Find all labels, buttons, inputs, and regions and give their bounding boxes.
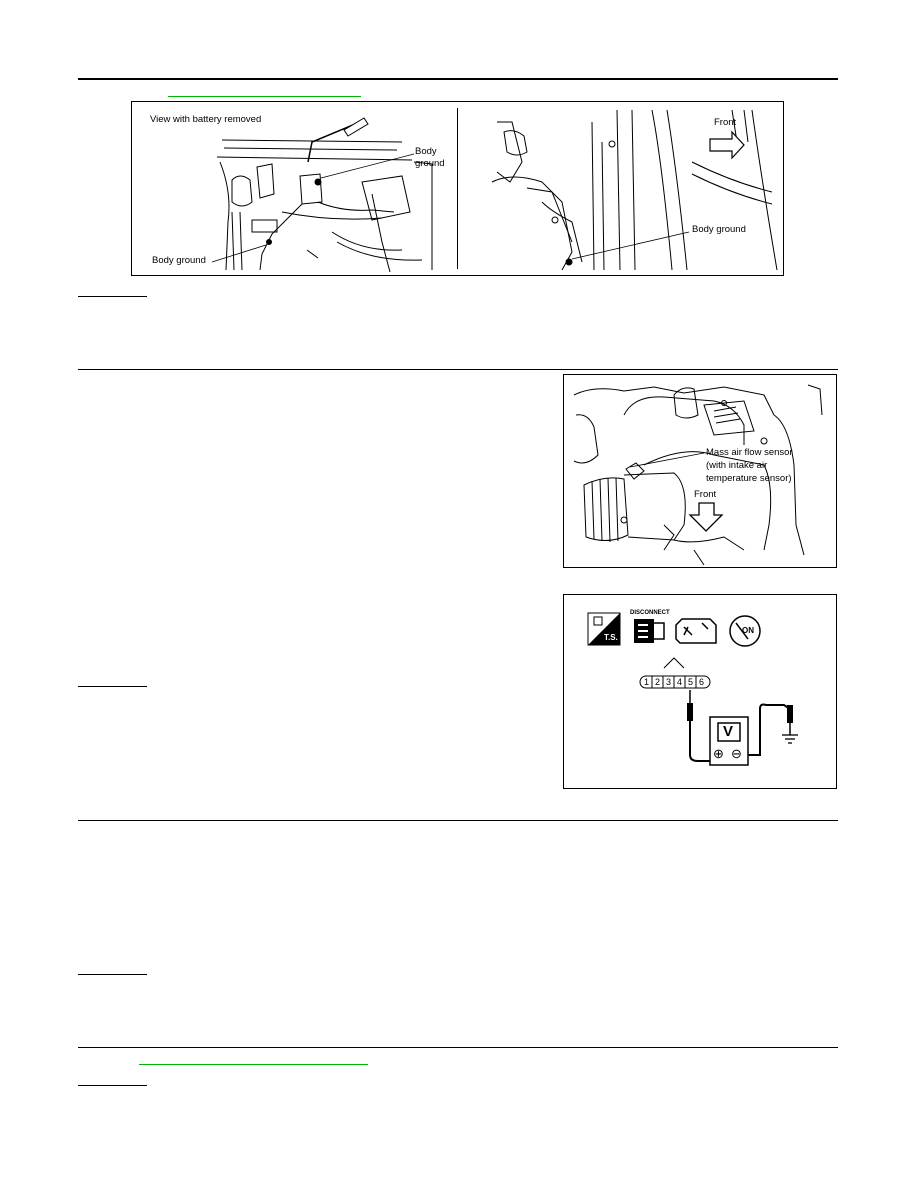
front-direction-label: Front — [694, 489, 717, 500]
maf-callout-line2: (with intake air — [706, 460, 768, 471]
ignition-key-icon — [729, 615, 761, 647]
body-ground-callout-right: Body ground — [692, 224, 746, 235]
engine-bay-drawing-left — [211, 117, 433, 273]
view-caption: View with battery removed — [150, 114, 262, 125]
pin-1: 1 — [644, 677, 650, 687]
top-rule — [78, 78, 838, 80]
pin-5: 5 — [688, 677, 694, 687]
ignition-on-label: ON — [742, 626, 754, 635]
section-rule-2 — [78, 369, 838, 370]
section-rule-4 — [78, 1047, 838, 1048]
minus-terminal: ⊖ — [731, 746, 742, 761]
voltmeter-label: V — [723, 723, 734, 740]
note-rule-4 — [78, 1085, 147, 1086]
body-ground-figure: View with battery removed Body ground Bo… — [131, 101, 784, 276]
maf-callout-line3: temperature sensor) — [706, 473, 792, 484]
pin-2: 2 — [655, 677, 661, 687]
front-arrow-icon — [709, 130, 745, 160]
panel-divider — [457, 108, 458, 269]
plus-terminal: ⊕ — [713, 746, 724, 761]
ts-label: T.S. — [604, 633, 618, 642]
pin-3: 3 — [666, 677, 672, 687]
note-rule-1 — [78, 296, 147, 297]
pin-6: 6 — [699, 677, 705, 687]
section-rule-3 — [78, 820, 838, 821]
ts-icon — [587, 612, 621, 646]
maf-callout-line1: Mass air flow sensor — [706, 447, 793, 458]
ground-icon — [782, 734, 798, 744]
note-rule-2 — [78, 686, 147, 687]
front-direction-label: Front — [714, 117, 737, 128]
maf-sensor-drawing — [573, 384, 823, 566]
front-arrow-icon — [688, 502, 724, 532]
engine-icon — [675, 618, 717, 644]
connector-disconnect-icon — [634, 619, 665, 643]
body-ground-callout-lower: Body ground — [152, 255, 206, 266]
body-ground-callout-line2: ground — [415, 158, 445, 169]
body-ground-callout-line1: Body — [415, 146, 437, 157]
reference-link-2[interactable] — [139, 1064, 368, 1065]
harness-voltage-check-figure: DISCONNECT T.S. ON 1 2 3 4 5 6 V ⊕ ⊖ — [563, 594, 837, 789]
disconnect-label: DISCONNECT — [630, 610, 670, 616]
note-rule-3 — [78, 974, 147, 975]
reference-link-1[interactable] — [168, 96, 361, 97]
voltage-check-diagram — [587, 612, 798, 766]
pin-4: 4 — [677, 677, 683, 687]
mass-air-flow-sensor-figure: Mass air flow sensor (with intake air te… — [563, 374, 837, 568]
